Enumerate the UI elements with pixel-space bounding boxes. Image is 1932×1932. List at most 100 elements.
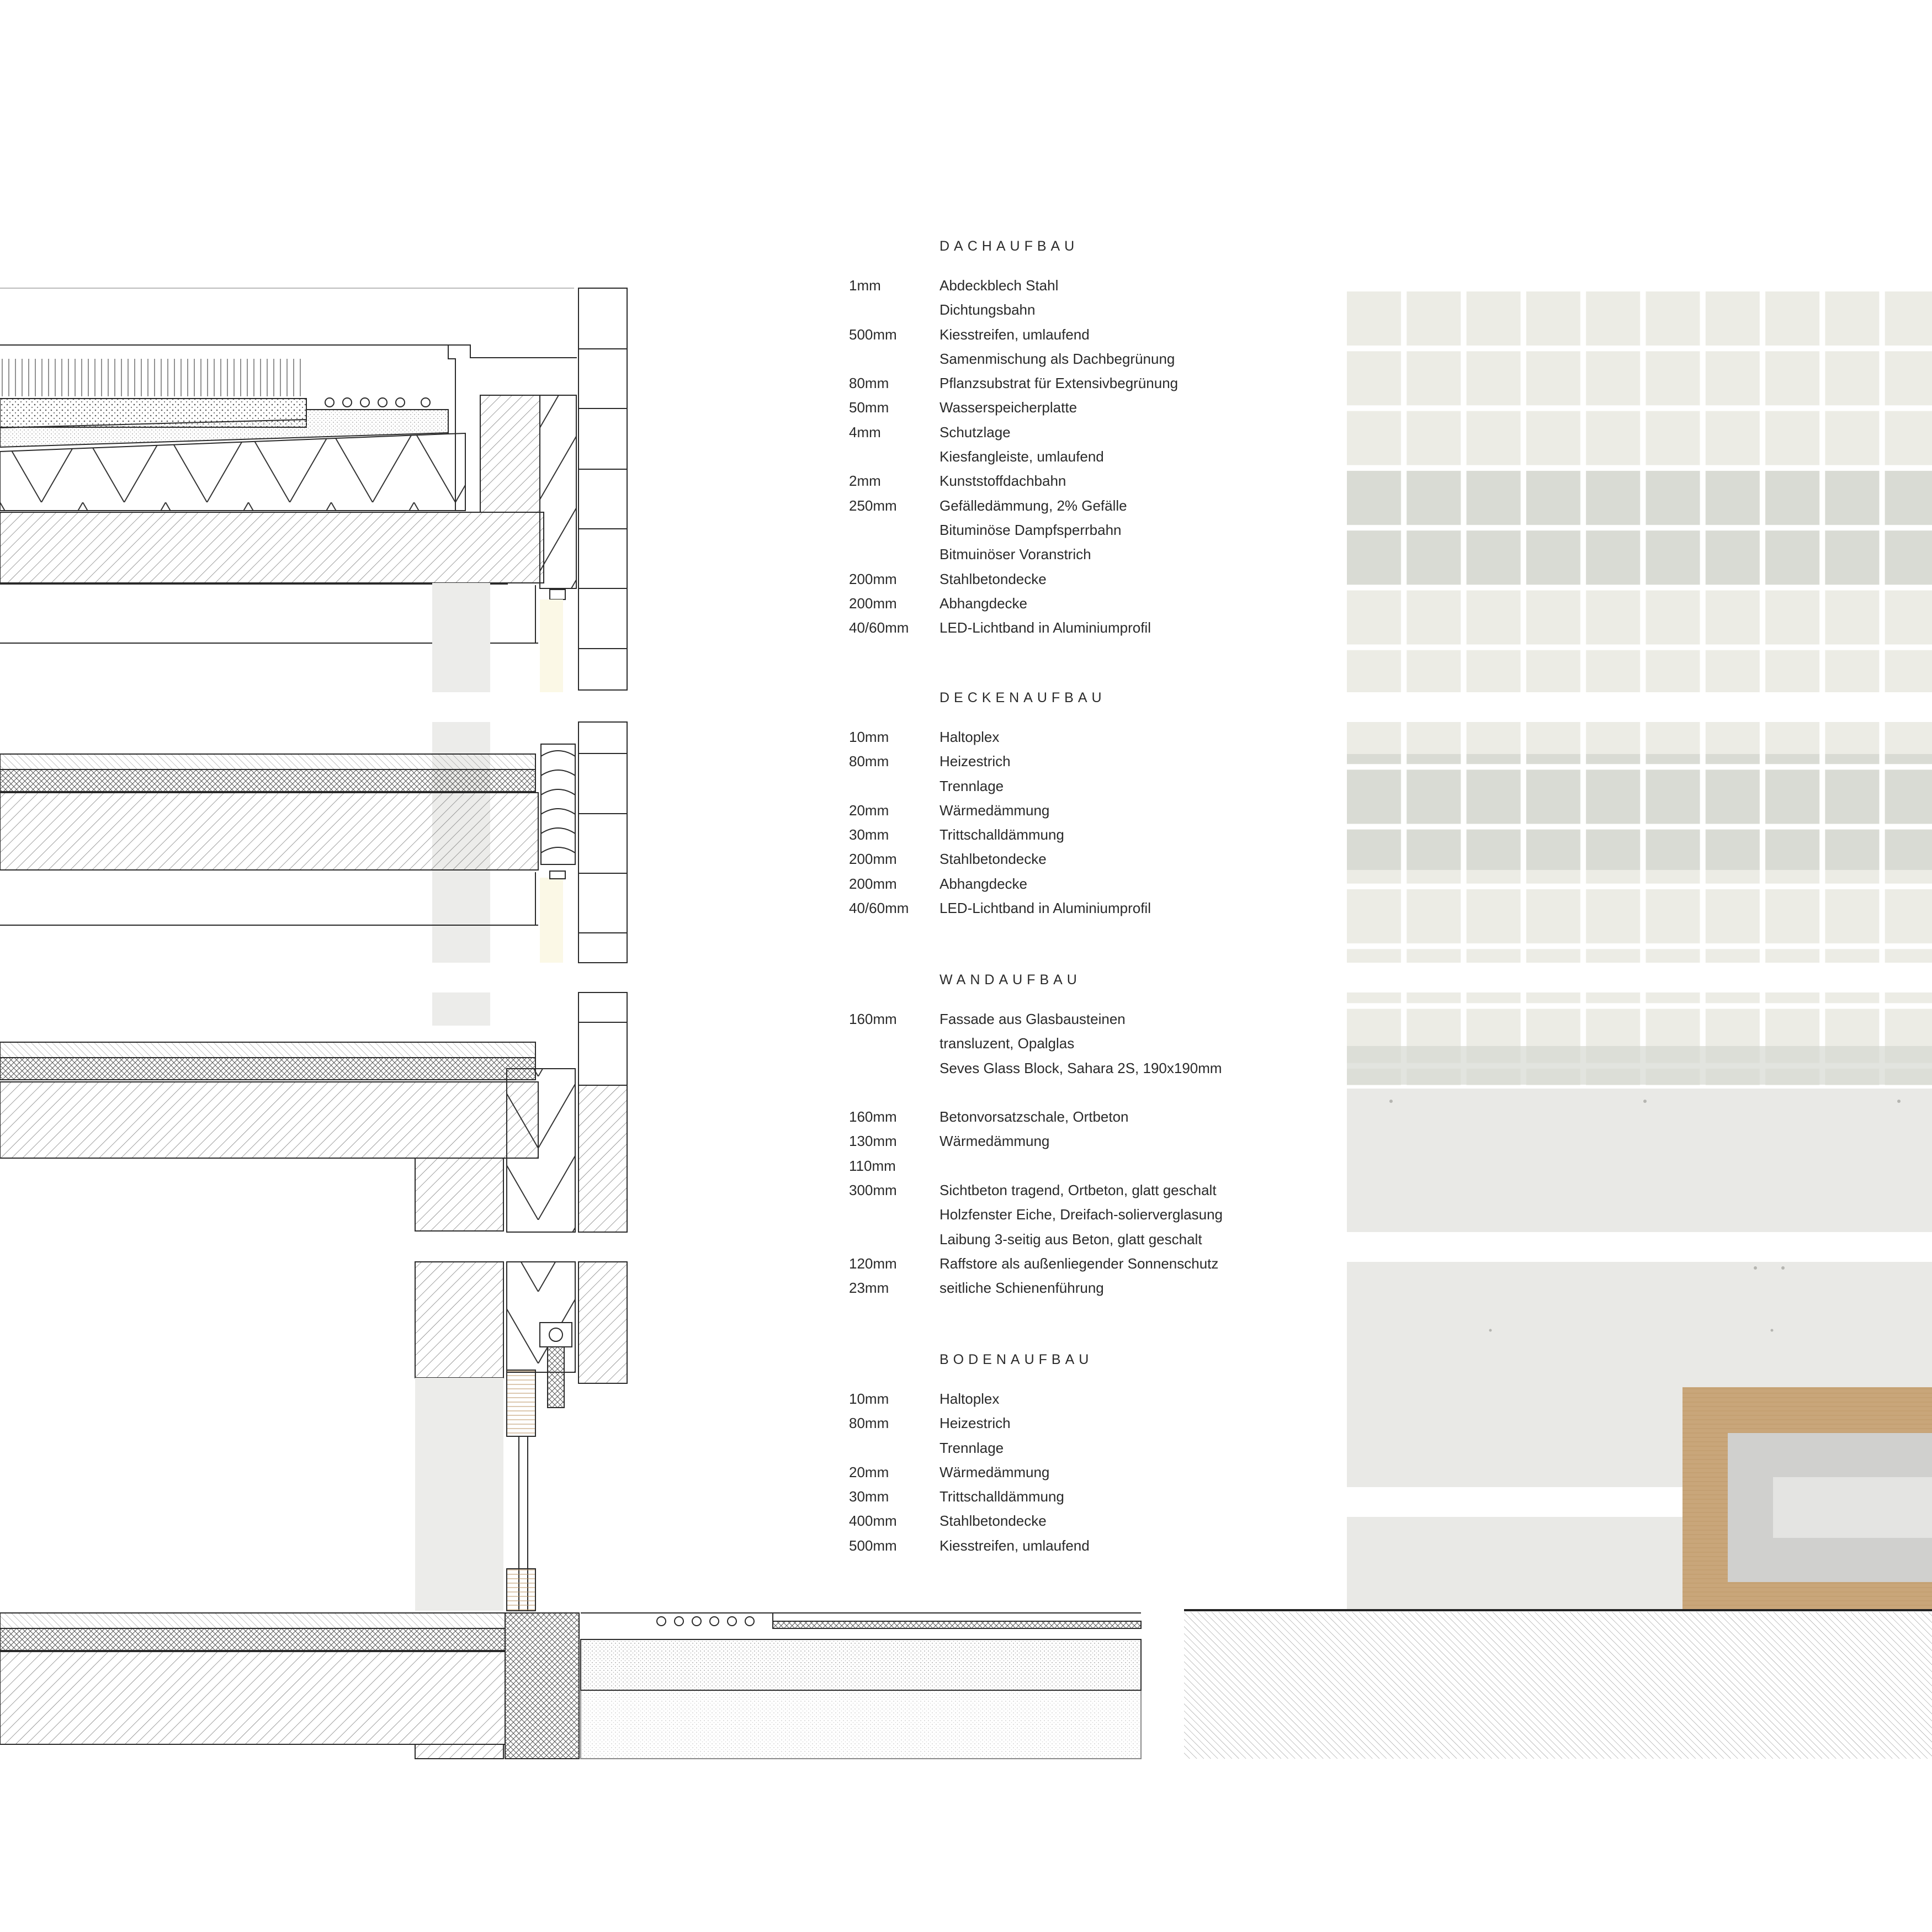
layer-dimension: 40/60mm — [849, 619, 909, 636]
layer-dimension: 250mm — [849, 497, 897, 514]
layer-description: Abdeckblech Stahl — [940, 277, 1059, 294]
legend-row: 500mm Kiesstreifen, umlaufend — [849, 322, 1302, 347]
concrete-lower-wall — [415, 1378, 503, 1611]
layer-description: Wasserspeicherplatte — [940, 399, 1078, 416]
layer-description: Heizestrich — [940, 753, 1011, 770]
layer-description: Stahlbetondecke — [940, 570, 1047, 587]
layer-dimension: 200mm — [849, 570, 897, 587]
raffstore-box — [539, 1322, 572, 1347]
layer-description: Betonvorsatzschale, Ortbeton — [940, 1108, 1129, 1126]
floor-slab-section — [0, 744, 576, 926]
layer-description: Seves Glass Block, Sahara 2S, 190x190mm — [940, 1059, 1222, 1076]
roof-section — [0, 288, 577, 644]
legend-row: Bitmuinöser Voranstrich — [849, 542, 1302, 566]
legend-row: transluzent, Opalglas — [849, 1031, 1302, 1055]
section-title: BODENAUFBAU — [940, 1352, 1094, 1367]
layer-dimension: 120mm — [849, 1255, 897, 1272]
layer-dimension: 80mm — [849, 375, 889, 392]
layer-description: Trittschalldämmung — [940, 1488, 1064, 1505]
legend-row: 80mm Heizestrich — [849, 749, 1302, 773]
layer-description: Sichtbeton tragend, Ortbeton, glatt gesc… — [940, 1182, 1217, 1199]
gravel-strip-stones — [656, 1616, 755, 1626]
wall-floor-junction — [0, 1042, 628, 1233]
layer-dimension: 10mm — [849, 1390, 889, 1407]
led-profile — [549, 589, 566, 600]
layer-description: Kiesstreifen, umlaufend — [940, 326, 1090, 343]
wall-insulation — [506, 1068, 576, 1233]
layer-description: Wärmedämmung — [940, 1133, 1050, 1150]
legend-row: Trennlage — [849, 774, 1302, 798]
layer-description: Kiesstreifen, umlaufend — [940, 1537, 1090, 1554]
section-title: DACHAUFBAU — [940, 238, 1079, 254]
layer-dimension: 300mm — [849, 1182, 897, 1199]
window-glazing-reflection — [1773, 1477, 1932, 1538]
legend-row: 20mm Wärmedämmung — [849, 798, 1302, 822]
legend-row: 120mm Raffstore als außenliegender Sonnen… — [849, 1251, 1302, 1276]
legend-row: 200mm Abhangdecke — [849, 591, 1302, 615]
legend-row: 250mm Gefälledämmung, 2% Gefälle — [849, 493, 1302, 518]
legend-row: Seves Glass Block, Sahara 2S, 190x190mm — [849, 1056, 1302, 1080]
layer-description: Raffstore als außenliegender Sonnenschut… — [940, 1255, 1219, 1272]
layer-description: Bituminöse Dampfsperrbahn — [940, 521, 1122, 538]
layer-dimension: 23mm — [849, 1280, 889, 1297]
layer-dimension: 1mm — [849, 277, 881, 294]
legend-row: 200mm Stahlbetondecke — [849, 567, 1302, 591]
legend-row — [849, 1080, 1302, 1105]
layer-description: Samenmischung als Dachbegrünung — [940, 350, 1175, 367]
legend-row: 300mm Sichtbeton tragend, Ortbeton, glatt… — [849, 1178, 1302, 1202]
legend-row: Dichtungsbahn — [849, 298, 1302, 322]
layer-description: Abhangdecke — [940, 595, 1028, 612]
legend-row: Kiesfangleiste, umlaufend — [849, 444, 1302, 469]
glass-block-column-section — [578, 288, 628, 1086]
layer-dimension: 160mm — [849, 1108, 897, 1126]
layer-description: Schutzlage — [940, 423, 1011, 440]
layer-description: Heizestrich — [940, 1415, 1011, 1432]
roof-greening — [0, 359, 304, 396]
ground-hatch-right — [1184, 1612, 1932, 1759]
layer-dimension: 50mm — [849, 399, 889, 416]
section-title: WANDAUFBAU — [940, 972, 1081, 988]
layer-dimension: 200mm — [849, 595, 897, 612]
layer-dimension: 20mm — [849, 802, 889, 819]
layer-description: Fassade aus Glasbausteinen — [940, 1011, 1126, 1027]
layer-dimension: 500mm — [849, 326, 897, 343]
layer-description: Dichtungsbahn — [940, 301, 1036, 319]
layer-description: Stahlbetondecke — [940, 851, 1047, 868]
gravel-stones — [325, 397, 431, 407]
legend-row: Trennlage — [849, 1436, 1302, 1460]
layer-description: Kiesfangleiste, umlaufend — [940, 448, 1104, 465]
wall-facing-outer — [578, 1085, 628, 1233]
floor-insulation-edge — [540, 744, 576, 865]
layer-description: Wärmedämmung — [940, 802, 1050, 819]
section-view — [0, 288, 1142, 1759]
parapet-insulation — [539, 395, 577, 589]
layer-dimension: 30mm — [849, 826, 889, 843]
foundation-edge — [505, 1612, 580, 1759]
layer-dimension: 80mm — [849, 1415, 889, 1432]
layer-dimension: 80mm — [849, 753, 889, 770]
parapet-concrete — [480, 395, 540, 513]
layer-description: Gefälledämmung, 2% Gefälle — [940, 497, 1127, 514]
legend-row: Bituminöse Dampfsperrbahn — [849, 518, 1302, 542]
layer-description: transluzent, Opalglas — [940, 1035, 1075, 1052]
legend-row: 80mm Heizestrich — [849, 1411, 1302, 1435]
